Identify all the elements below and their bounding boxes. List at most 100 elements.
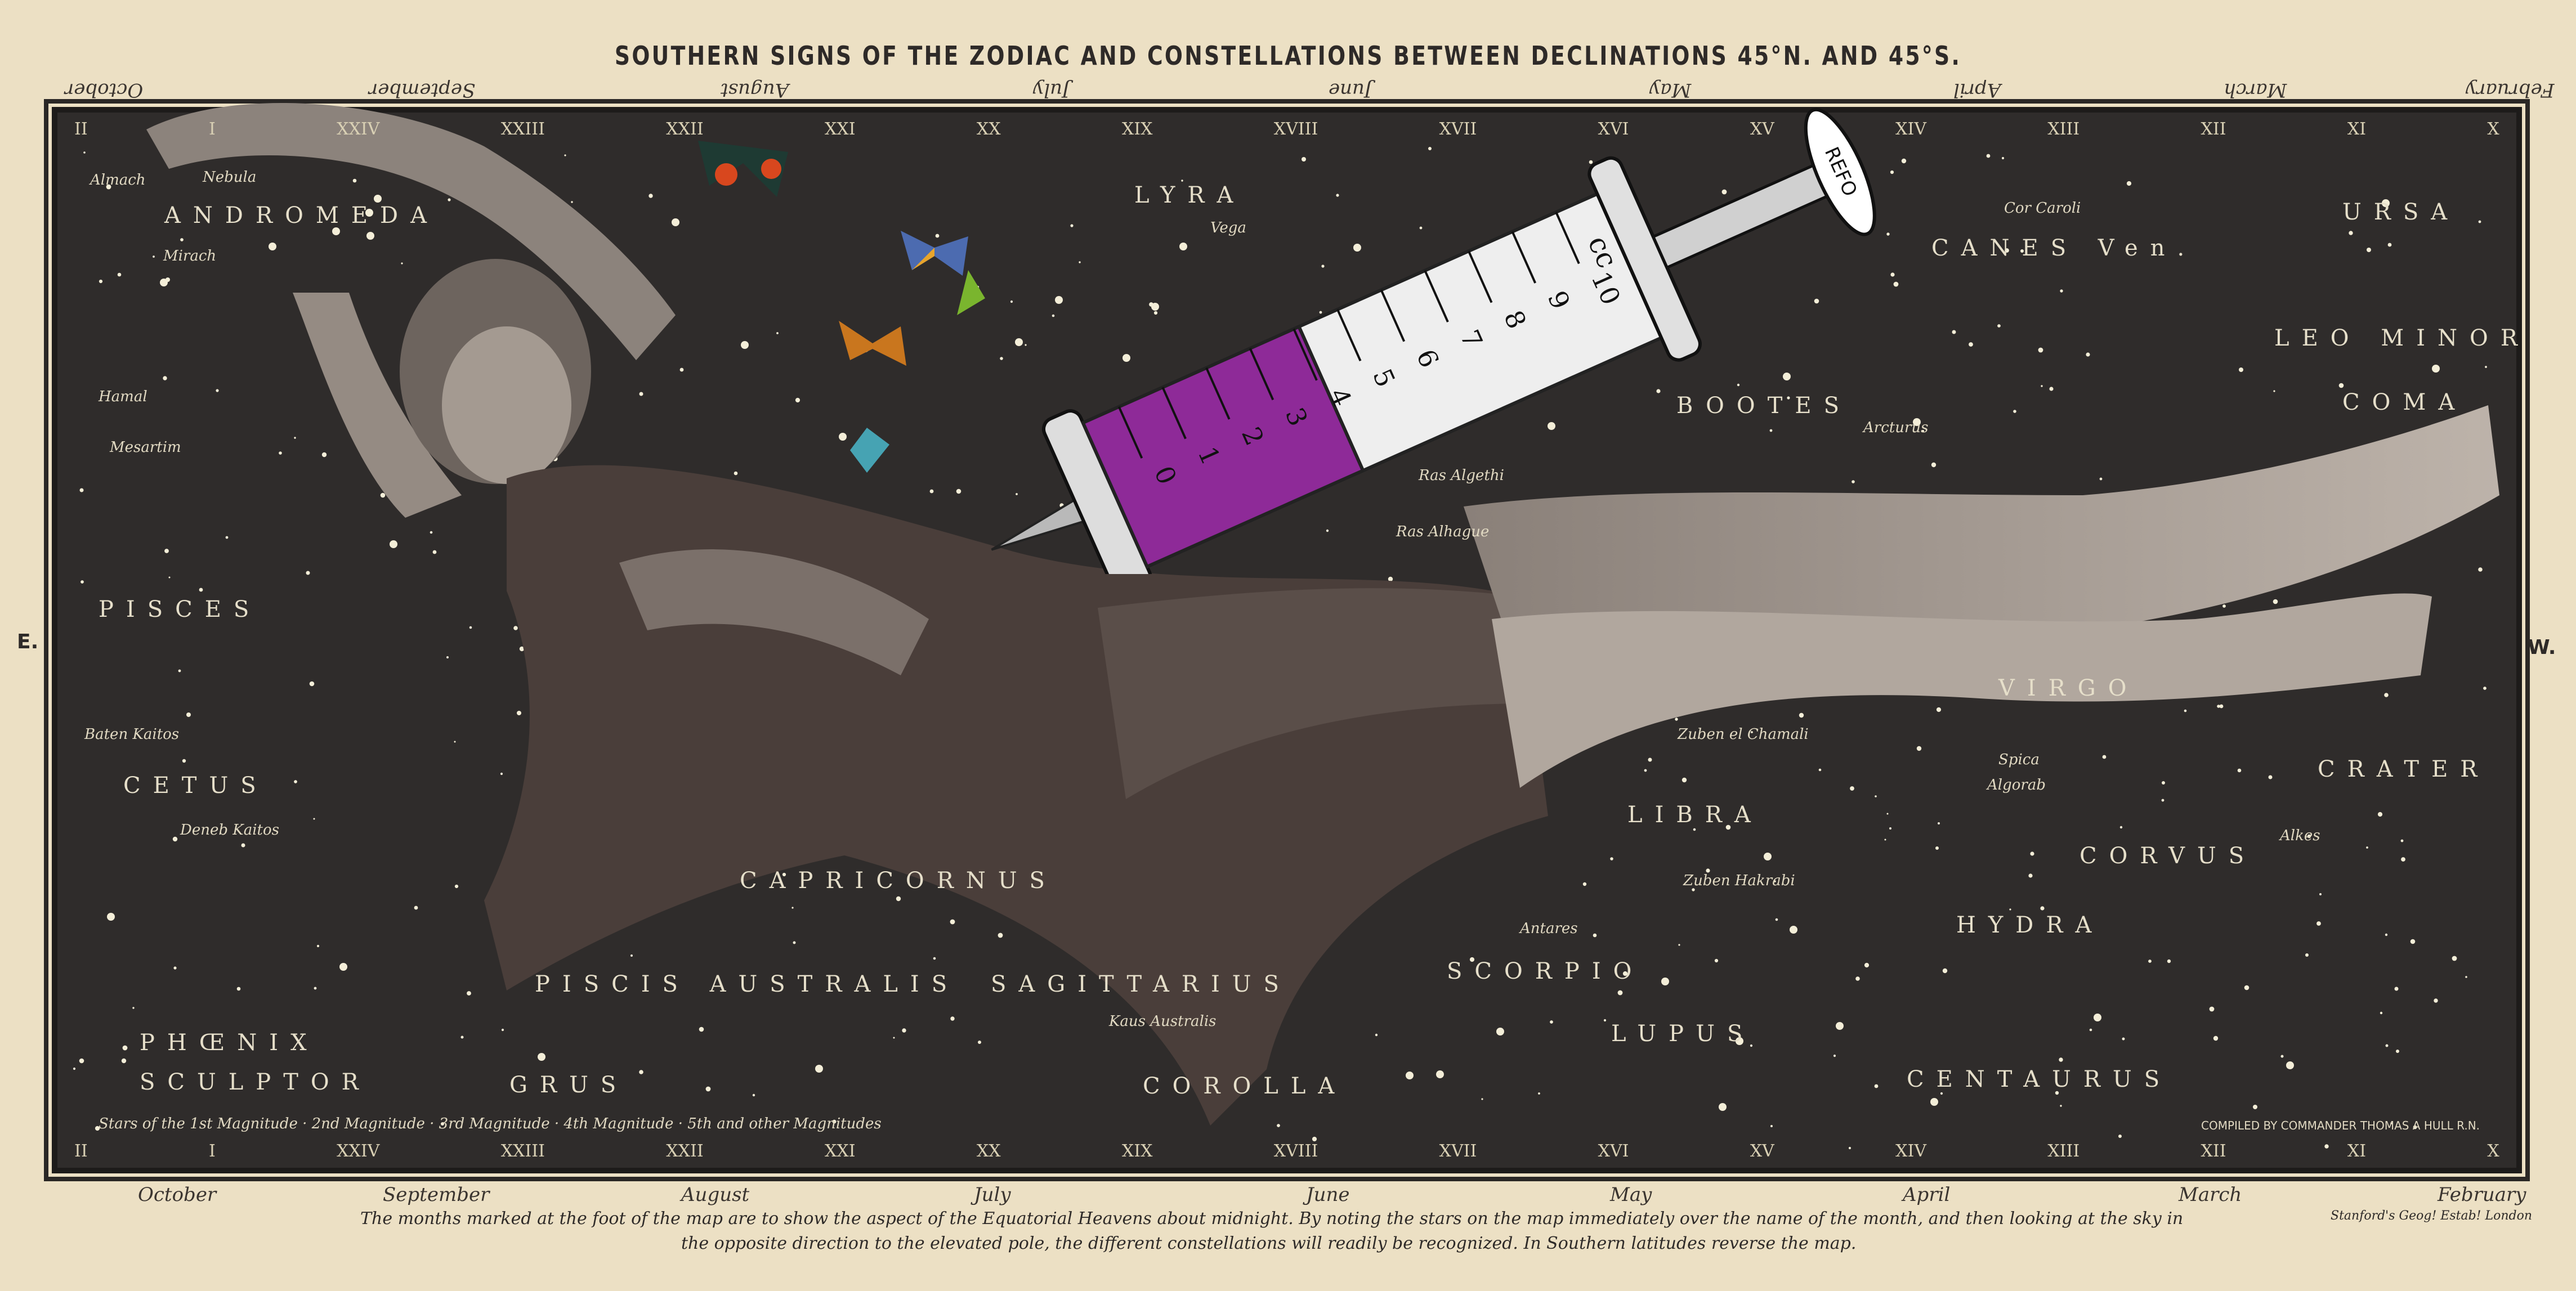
syringe-tick: [1249, 348, 1274, 401]
star-name: Ras Alhague: [1396, 523, 1490, 540]
star-dot: [2001, 156, 2005, 160]
star-dot: [2268, 775, 2273, 779]
star-dot: [1661, 978, 1669, 985]
star-name: Kaus Australis: [1109, 1013, 1217, 1030]
star-dot: [2009, 908, 2011, 911]
star-dot: [2349, 231, 2353, 235]
star-dot: [839, 433, 847, 441]
star-dot: [752, 1093, 755, 1097]
star-dot: [1935, 846, 1939, 850]
star-dot: [2005, 248, 2009, 253]
star-dot: [1644, 769, 1647, 772]
star-dot: [782, 872, 786, 877]
star-dot: [815, 1065, 823, 1073]
constellation-label: LUPUS: [1611, 1021, 1755, 1047]
star-dot: [2432, 365, 2440, 373]
star-name: Hamal: [99, 388, 147, 405]
constellation-label: CAPRICORNUS: [740, 868, 1057, 894]
star-dot: [446, 656, 449, 658]
star-name: Cor Caroli: [2004, 200, 2081, 217]
hour-numeral: XVI: [1598, 1141, 1629, 1161]
syringe-tick: [1511, 231, 1537, 284]
month-label-bottom: October: [138, 1184, 217, 1206]
constellation-label: ANDROMEDA: [164, 203, 439, 228]
hour-numeral: X: [2487, 119, 2499, 139]
butterfly-icon: [839, 321, 906, 366]
month-label-top: March: [2224, 79, 2287, 101]
star-dot: [2099, 477, 2103, 481]
star-dot: [2217, 705, 2220, 708]
map-title: SOUTHERN SIGNS OF THE ZODIAC AND CONSTEL…: [614, 41, 1962, 71]
star-dot: [2049, 387, 2054, 391]
star-dot: [1052, 314, 1055, 317]
star-dot: [571, 201, 573, 203]
hour-numeral: XIV: [1895, 1141, 1927, 1161]
constellation-label: CANES Ven.: [1931, 235, 2197, 261]
star-dot: [1015, 338, 1023, 346]
star-name: Mirach: [163, 248, 217, 265]
constellation-label: SAGITTARIUS: [991, 971, 1291, 997]
constellation-label: CETUS: [123, 773, 269, 799]
hour-numeral: XXI: [824, 1141, 856, 1161]
star-dot: [1326, 529, 1329, 532]
star-dot: [339, 963, 347, 971]
star-dot: [1952, 330, 1956, 334]
hour-numeral: XXI: [824, 119, 856, 139]
star-dot: [2478, 220, 2481, 223]
star-name: Zuben el Chamali: [1678, 726, 1809, 743]
star-dot: [734, 471, 738, 476]
star-dot: [2161, 799, 2164, 802]
star-dot: [893, 1037, 895, 1039]
constellation-label: COROLLA: [1143, 1073, 1347, 1099]
star-dot: [2162, 781, 2165, 785]
butterfly-icon: [901, 231, 968, 276]
star-dot: [1538, 1092, 1540, 1095]
hour-numeral: XXII: [666, 1141, 704, 1161]
star-dot: [1721, 189, 1727, 195]
month-label-top: April: [1953, 79, 2001, 101]
star-dot: [2055, 1091, 2059, 1095]
star-dot: [316, 944, 320, 948]
star-dot: [1656, 389, 1661, 393]
hour-numeral: XIV: [1895, 119, 1927, 139]
star-dot: [1942, 968, 1948, 974]
constellation-label: SCORPIO: [1447, 958, 1644, 984]
star-dot: [2237, 768, 2242, 773]
star-dot: [929, 489, 934, 494]
star-dot: [1836, 1022, 1844, 1030]
star-dot: [454, 884, 459, 889]
star-dot: [1764, 853, 1772, 860]
star-dot: [1016, 493, 1018, 495]
star-dot: [1790, 926, 1797, 934]
star-dot: [1875, 795, 1877, 797]
hour-numeral: XIII: [2047, 119, 2080, 139]
star-name: Zuben Hakrabi: [1683, 872, 1795, 889]
star-dot: [309, 681, 315, 687]
hour-numeral: XV: [1750, 119, 1774, 139]
month-label-top: May: [1649, 79, 1692, 101]
star-dot: [791, 907, 794, 909]
constellation-label: VIRGO: [1998, 675, 2139, 701]
star-dot: [2478, 567, 2483, 572]
star-dot: [236, 987, 241, 991]
star-dot: [121, 1058, 127, 1064]
star-dot: [1496, 1028, 1504, 1036]
star-dot: [83, 151, 86, 154]
star-dot: [519, 646, 525, 652]
star-dot: [2222, 604, 2226, 608]
month-label-top: February: [2466, 79, 2555, 101]
star-dot: [380, 492, 386, 498]
star-dot: [1916, 746, 1922, 751]
star-dot: [469, 626, 472, 629]
hour-numeral: XXIII: [500, 119, 545, 139]
star-dot: [649, 194, 653, 198]
star-dot: [1603, 1019, 1607, 1022]
magnitude-legend: Stars of the 1st Magnitude · 2nd Magnitu…: [99, 1115, 882, 1132]
star-name: Almach: [90, 172, 146, 189]
syringe-tick: [1468, 250, 1493, 303]
butterflies: [698, 141, 985, 473]
constellation-label: CORVUS: [2079, 843, 2257, 869]
star-dot: [2219, 704, 2224, 709]
star-dot: [80, 580, 84, 584]
